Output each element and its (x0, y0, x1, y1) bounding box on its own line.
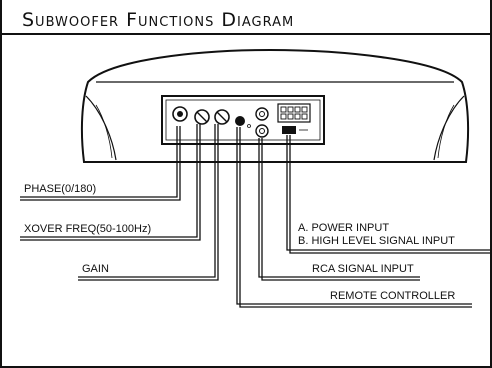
label-phase: PHASE(0/180) (24, 183, 97, 195)
xover-leader-line (20, 124, 198, 238)
diagram-title: Subwoofer Functions Diagram (22, 9, 295, 31)
gain-leader-line-inner (78, 124, 219, 281)
label-high-level-signal-input: B. HIGH LEVEL SIGNAL INPUT (298, 235, 455, 247)
phase-knob (172, 106, 188, 122)
xover-knob (194, 109, 210, 125)
label-rca-signal-input: RCA SIGNAL INPUT (312, 263, 414, 275)
gain-knob (214, 109, 230, 125)
remote-leader-line (236, 127, 472, 305)
label-power-input: A. POWER INPUT (298, 222, 390, 234)
label-gain: GAIN (82, 263, 109, 275)
gain-leader-line (78, 124, 216, 278)
phase-leader-line-inner (20, 126, 181, 201)
power-leader-line-inner (289, 135, 490, 254)
label-xover-freq: XOVER FREQ(50-100Hz) (24, 223, 152, 235)
rca-jacks (255, 107, 269, 138)
remote-jack (235, 116, 251, 128)
title-underline (0, 33, 492, 35)
power-leader-line (286, 135, 490, 251)
xover-leader-line-inner (20, 124, 201, 241)
remote-leader-line-inner (239, 127, 472, 308)
label-remote-controller: REMOTE CONTROLLER (330, 290, 456, 302)
terminal-block (277, 103, 311, 134)
phase-leader-line (20, 126, 178, 198)
rca-leader-line-inner (261, 138, 420, 281)
rca-leader-line (258, 138, 420, 278)
